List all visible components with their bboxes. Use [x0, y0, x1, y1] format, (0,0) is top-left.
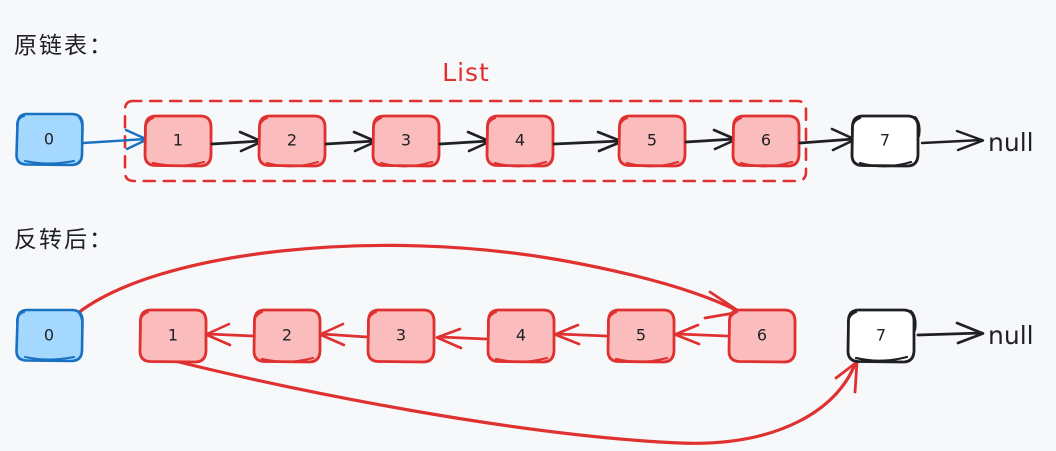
top-node-1-value: 1 [173, 131, 183, 150]
top-node-2[interactable]: 2 [257, 114, 327, 168]
top-node-6-value: 6 [761, 131, 771, 150]
bottom-node-6-value: 6 [757, 326, 767, 345]
top-arrow-2-to-3 [324, 130, 378, 153]
bottom-arrow-6-to-5 [673, 323, 729, 346]
top-node-3-value: 3 [401, 131, 411, 150]
top-node-5-value: 5 [647, 131, 657, 150]
bottom-arrow-3-to-2 [318, 322, 369, 347]
bottom-node-1-value: 1 [168, 326, 178, 345]
bottom-null-label: null [988, 321, 1034, 350]
bottom-node-3[interactable]: 3 [366, 308, 436, 364]
bottom-node-7[interactable]: 7 [846, 308, 917, 364]
top-node-7[interactable]: 7 [850, 114, 921, 168]
bottom-node-5-value: 5 [636, 326, 646, 345]
top-node-4[interactable]: 4 [485, 114, 555, 168]
bottom-node-6[interactable]: 6 [727, 308, 797, 364]
top-node-3[interactable]: 3 [371, 114, 441, 168]
top-node-4-value: 4 [515, 131, 525, 150]
bottom-node-4[interactable]: 4 [486, 308, 556, 364]
bottom-node-0[interactable]: 0 [15, 308, 84, 363]
bottom-node-3-value: 3 [396, 326, 406, 345]
bottom-node-5[interactable]: 5 [606, 308, 676, 364]
list-group-label: List [442, 58, 490, 87]
list-group-box [123, 99, 808, 183]
bottom-node-2[interactable]: 2 [252, 308, 322, 364]
bottom-node-0-value: 0 [44, 326, 54, 345]
top-node-2-value: 2 [287, 131, 297, 150]
top-node-0[interactable]: 0 [15, 112, 84, 167]
bottom-node-2-value: 2 [282, 326, 292, 345]
top-arrow-7-to-null [920, 129, 985, 152]
bottom-arc-1-to-7 [173, 359, 859, 445]
original-list-label: 原链表： [14, 33, 114, 59]
top-node-5[interactable]: 5 [617, 114, 687, 168]
top-arrow-1-to-2 [210, 130, 264, 153]
top-node-7-value: 7 [880, 131, 890, 150]
top-row-group: List 0 1 [15, 58, 1034, 183]
bottom-arc-0-to-6 [76, 243, 742, 320]
bottom-arrow-4-to-3 [435, 327, 488, 350]
bottom-node-1[interactable]: 1 [138, 308, 208, 364]
top-node-6[interactable]: 6 [731, 114, 801, 168]
top-arrow-3-to-4 [438, 130, 492, 153]
top-arrow-5-to-6 [684, 128, 738, 151]
top-node-0-value: 0 [44, 130, 54, 149]
reversed-list-label: 反转后： [14, 227, 114, 253]
top-null-label: null [988, 128, 1034, 157]
bottom-arrow-5-to-4 [553, 323, 608, 346]
top-arrow-0-to-1 [81, 128, 149, 151]
bottom-arrow-7-to-null [916, 321, 985, 345]
bottom-node-7-value: 7 [876, 326, 886, 345]
bottom-node-4-value: 4 [516, 326, 526, 345]
top-node-1[interactable]: 1 [143, 114, 213, 168]
bottom-arrow-2-to-1 [204, 322, 255, 347]
top-arrow-6-to-7 [798, 127, 857, 152]
top-arrow-4-to-5 [552, 130, 624, 153]
bottom-row-group: 0 1 2 [15, 243, 1034, 445]
